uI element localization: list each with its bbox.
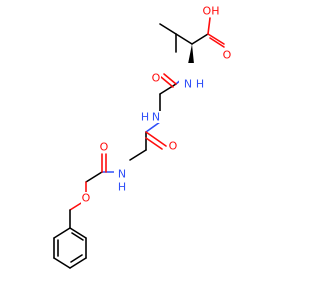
ring-bond-4: [53, 257, 71, 269]
bond-carbonyl2-o-b: [145, 137, 163, 150]
acid-carbonyl-o-label: O: [223, 49, 232, 62]
bond-isopropyl-to-alpha: [175, 33, 193, 45]
carbamate-ester-o-label: O: [82, 192, 91, 205]
ring-bond-1: [69, 227, 87, 239]
bond-carboxyl-double-o-b: [209, 37, 225, 48]
ring-bond-3: [69, 257, 87, 269]
carbamate-carbonyl-o-label: O: [100, 141, 109, 154]
bond-carboxyl-oh: [207, 17, 211, 35]
amide2-n-label: N: [152, 111, 160, 124]
amide1-h-label: H: [196, 78, 204, 91]
ring-double-bond-inner-2: [70, 254, 83, 263]
amide2-h-label: H: [141, 111, 149, 124]
bond-ch2-to-carbamate-nh: [129, 149, 147, 161]
bond-alpha-to-carboxyl: [191, 33, 209, 45]
acid-oh-label: OH: [203, 5, 220, 18]
carbamate-n-label: N: [118, 168, 126, 181]
bond-carbamate-carbonyl: [85, 171, 103, 183]
bond-nh2-to-carbonyl: [145, 121, 161, 133]
bond-carbonyl2-o-a: [145, 131, 167, 147]
bond-isopropyl-methyl-1: [159, 23, 177, 35]
carbamate-h-label: H: [118, 181, 126, 194]
ring-double-bond-inner-1: [71, 232, 84, 241]
bond-carbonyl1-o-b: [160, 76, 174, 88]
amide1-o-label: O: [152, 72, 161, 85]
ring-bond-6: [53, 227, 71, 239]
bond-carbonyl1-to-ch2: [159, 83, 177, 95]
wedge-bond-alpha-nh: [188, 44, 194, 64]
amide2-o-label: O: [169, 140, 178, 153]
molecule-structure-diagram: OH O N H O H N O N H O O: [53, 5, 232, 269]
bond-carbonyl1-o-a: [163, 73, 177, 85]
amide1-n-label: N: [184, 78, 192, 91]
bond-carboxyl-double-o-a: [207, 33, 225, 45]
